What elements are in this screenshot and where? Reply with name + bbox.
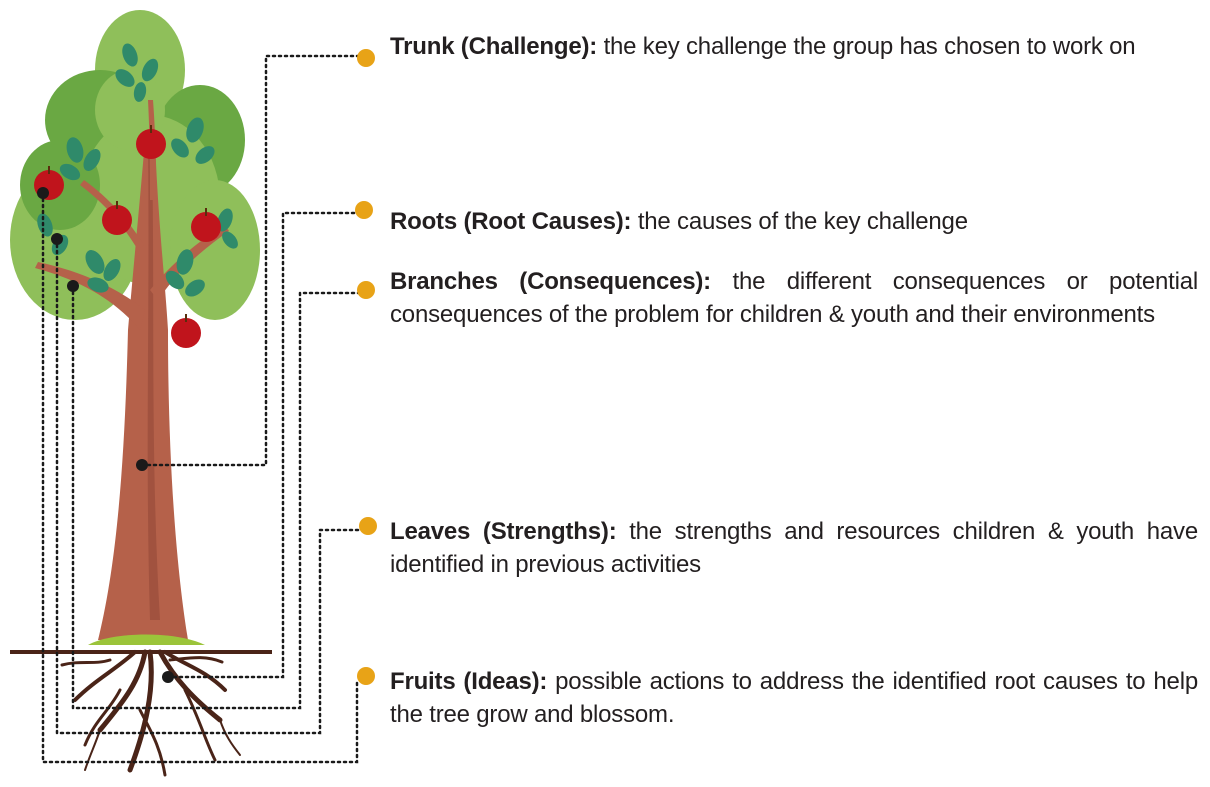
legend-term: Leaves (Strengths): <box>390 518 617 545</box>
connector-fruits <box>41 191 359 764</box>
connector-lines <box>41 54 367 764</box>
legend-text: the strengths and resources children & y… <box>390 518 1198 578</box>
apple-icon <box>171 314 201 348</box>
label-dot-trunk <box>357 49 375 67</box>
anchor-dot-fruits <box>37 187 49 199</box>
connector-leaves <box>55 237 367 735</box>
legend-text: possible actions to address the identifi… <box>390 668 1198 728</box>
anchor-dot-leaves <box>51 233 63 245</box>
connector-branches <box>71 284 362 710</box>
apple-icon <box>102 201 132 235</box>
legend-text: the causes of the key challenge <box>637 208 968 235</box>
anchor-dot-roots <box>162 671 174 683</box>
label-dot-branches <box>357 281 375 299</box>
legend-term: Branches (Consequences): <box>390 268 711 295</box>
legend-term: Trunk (Challenge): <box>390 33 598 60</box>
label-dot-fruits <box>357 667 375 685</box>
legend-text: the key challenge the group has chosen t… <box>603 33 1136 60</box>
label-dots <box>355 49 377 685</box>
label-dot-roots <box>355 201 373 219</box>
legend-item-roots: Roots (Root Causes): the causes of the k… <box>390 205 1198 238</box>
anchor-dot-branches <box>67 280 79 292</box>
legend-item-leaves: Leaves (Strengths): the strengths and re… <box>390 515 1198 581</box>
connector-trunk <box>140 54 362 467</box>
legend-item-branches: Branches (Consequences): the different c… <box>390 265 1198 331</box>
apple-icon <box>191 208 221 242</box>
ground <box>10 634 272 654</box>
legend-item-fruits: Fruits (Ideas): possible actions to addr… <box>390 665 1198 731</box>
legend-term: Fruits (Ideas): <box>390 668 548 695</box>
connector-roots <box>166 211 362 679</box>
anchor-dot-trunk <box>136 459 148 471</box>
legend-term: Roots (Root Causes): <box>390 208 632 235</box>
legend-text: the different consequences or potential … <box>390 268 1198 328</box>
anchor-dots <box>37 187 174 683</box>
apple-icon <box>136 125 166 159</box>
legend-item-trunk: Trunk (Challenge): the key challenge the… <box>390 30 1198 63</box>
tree-roots <box>60 649 241 777</box>
label-dot-leaves <box>359 517 377 535</box>
